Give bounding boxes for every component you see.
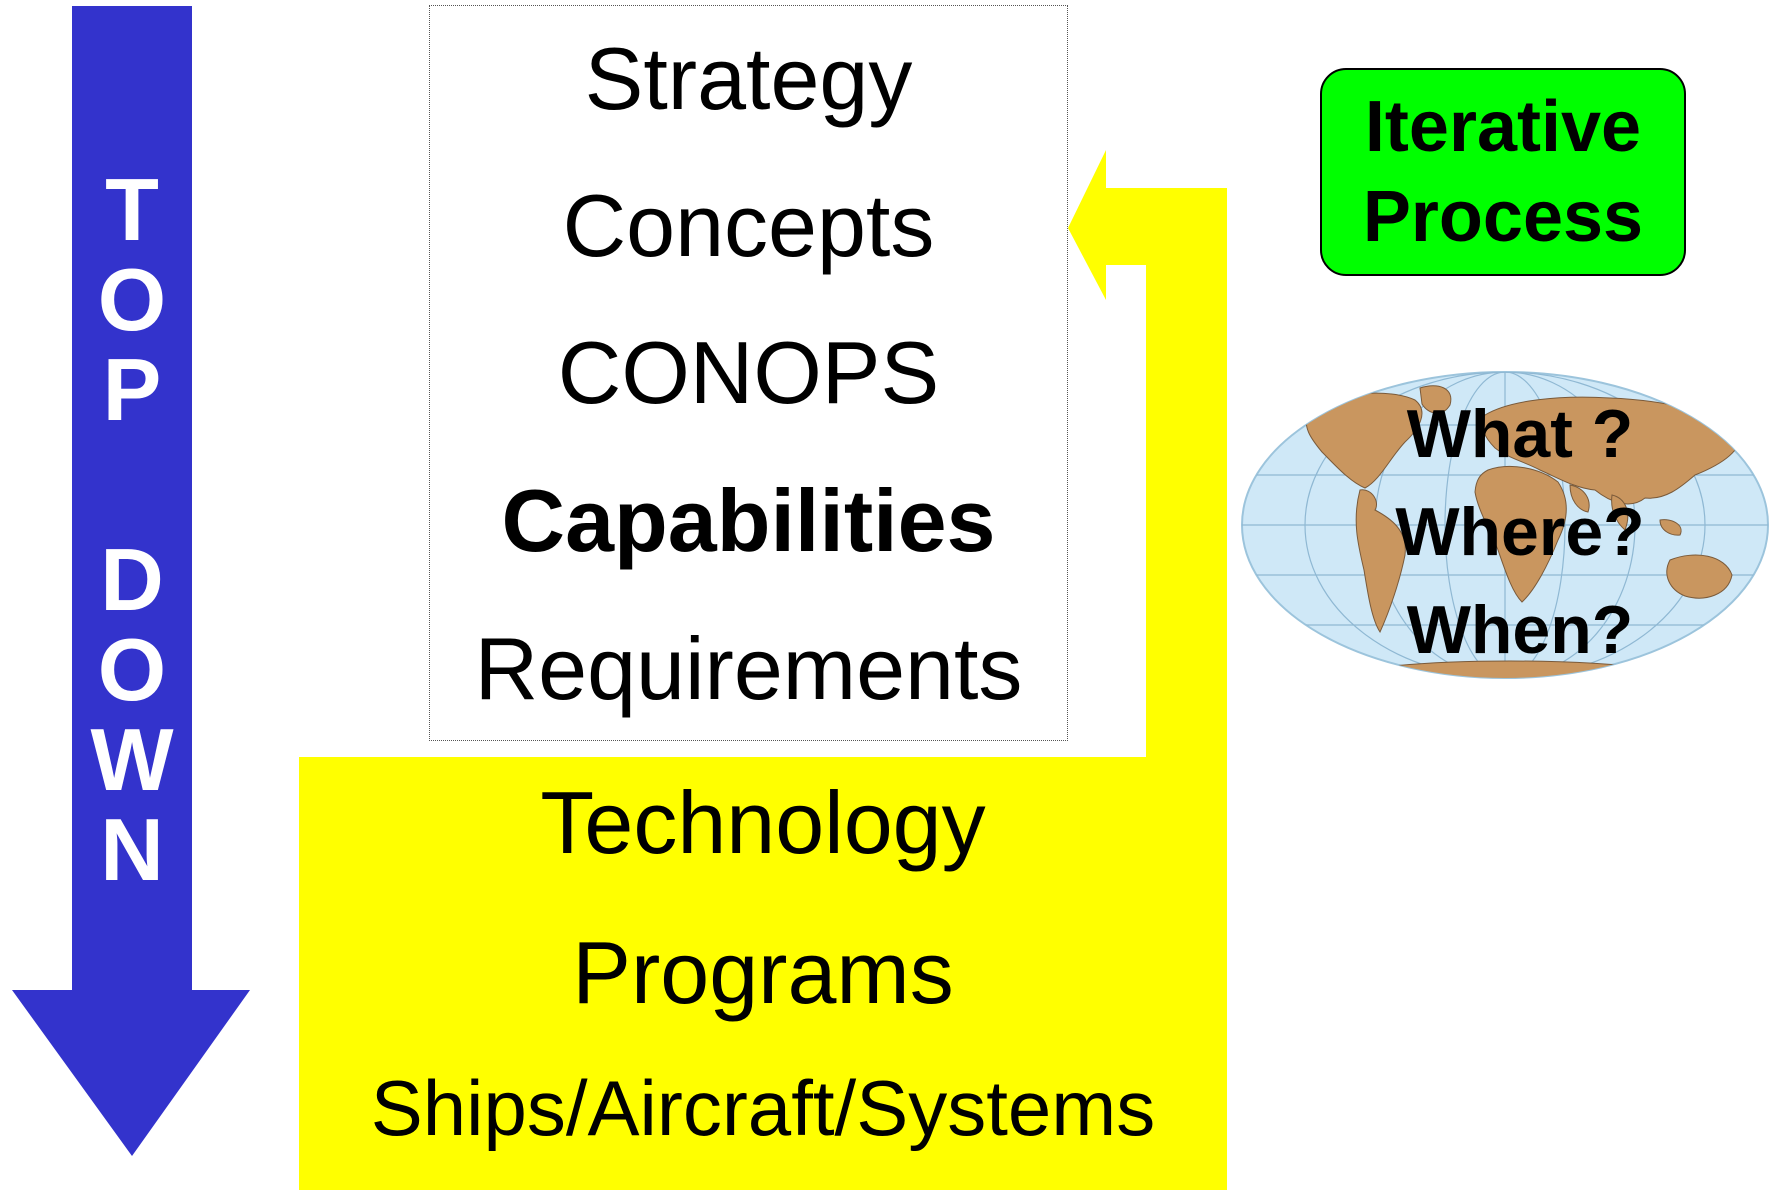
letter-d: D bbox=[100, 530, 164, 629]
step-ships-aircraft-systems: Ships/Aircraft/Systems bbox=[370, 1064, 1156, 1152]
down-label: D O W N bbox=[72, 535, 192, 895]
step-conops: CONOPS bbox=[557, 323, 940, 422]
letter-n: N bbox=[100, 800, 164, 899]
letter-o2: O bbox=[97, 620, 167, 719]
step-capabilities: Capabilities bbox=[501, 471, 996, 570]
iterative-line1: Iterative bbox=[1364, 87, 1642, 167]
iterative-process-badge: Iterative Process bbox=[1320, 68, 1686, 276]
question-where: Where? bbox=[1395, 494, 1645, 570]
step-programs: Programs bbox=[572, 923, 954, 1022]
step-requirements: Requirements bbox=[474, 619, 1023, 718]
world-map-icon bbox=[1241, 371, 1769, 679]
letter-w: W bbox=[90, 710, 174, 809]
step-technology: Technology bbox=[540, 773, 986, 872]
step-concepts: Concepts bbox=[562, 176, 935, 275]
globe-questions: What ? Where? When? bbox=[1360, 385, 1680, 679]
top-down-arrow-shape bbox=[12, 6, 250, 1156]
planning-box bbox=[429, 5, 1068, 741]
letter-p: P bbox=[102, 340, 162, 439]
top-label: T O P bbox=[72, 165, 192, 435]
letter-t: T bbox=[105, 160, 159, 259]
implementation-band bbox=[299, 757, 1227, 1190]
question-what: What ? bbox=[1406, 396, 1634, 472]
iterative-line2: Process bbox=[1362, 177, 1644, 257]
top-down-arrow bbox=[12, 6, 250, 1156]
letter-o: O bbox=[97, 250, 167, 349]
step-strategy: Strategy bbox=[584, 29, 913, 128]
question-when: When? bbox=[1406, 592, 1634, 668]
feedback-arrow-shape bbox=[1068, 150, 1227, 757]
